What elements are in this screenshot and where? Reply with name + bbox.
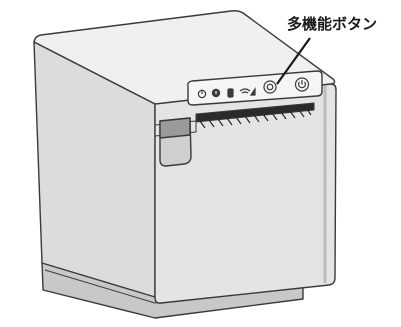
printer: [33, 10, 337, 319]
panel-icons: [197, 77, 310, 99]
power-status-icon: [197, 89, 207, 99]
control-panel: [187, 70, 323, 106]
callout-label: 多機能ボタン: [287, 15, 377, 33]
cutter-teeth: [199, 108, 312, 129]
cover-open-lever-cap: [159, 117, 191, 139]
printer-front: [154, 83, 337, 304]
multifunction-button-icon[interactable]: [263, 80, 277, 94]
paper-slot: [195, 102, 315, 123]
paper-icon: [227, 88, 234, 98]
error-icon: [211, 88, 221, 98]
callout-leader-line: [276, 37, 311, 85]
power-button-icon[interactable]: [294, 77, 310, 92]
wifi-icon: [239, 87, 256, 96]
callout: 多機能ボタン: [276, 15, 377, 85]
